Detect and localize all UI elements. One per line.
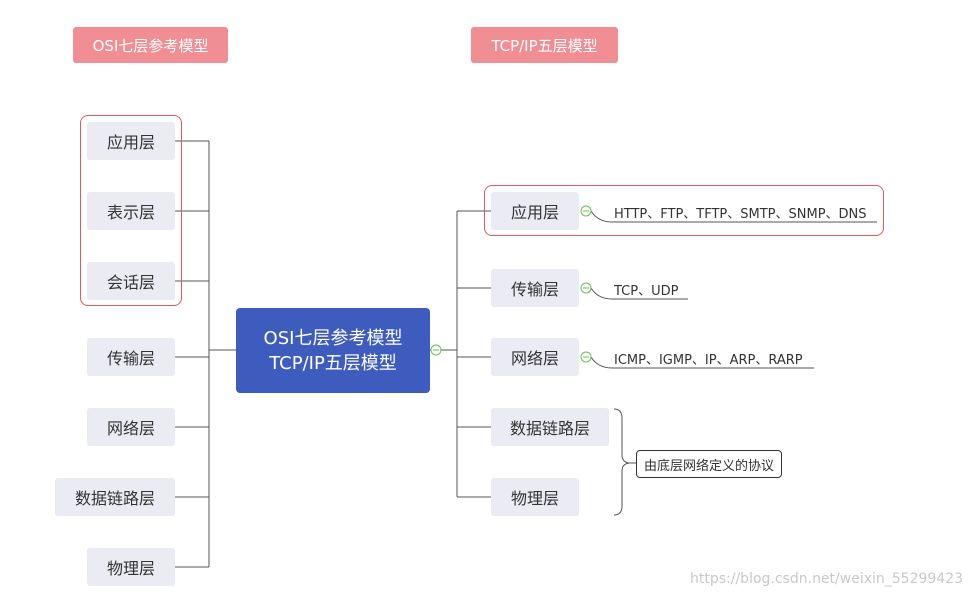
osi-layer-network[interactable]: 网络层 [87,408,175,446]
lower-layers-note[interactable]: 由底层网络定义的协议 [636,450,782,478]
tcp-layer-application[interactable]: 应用层 [491,192,579,230]
osi-upper-layers-highlight [80,115,182,306]
center-topic[interactable]: OSI七层参考模型 TCP/IP五层模型 [236,308,430,393]
tcp-layer-transport[interactable]: 传输层 [491,269,579,307]
tcp-layer-data-link[interactable]: 数据链路层 [491,408,609,446]
osi-model-title: OSI七层参考模型 [73,27,228,63]
osi-layer-transport[interactable]: 传输层 [87,338,175,376]
transport-protocols[interactable]: TCP、UDP [614,284,679,299]
osi-layer-session[interactable]: 会话层 [87,262,175,300]
tcp-ip-model-title: TCP/IP五层模型 [471,27,618,63]
center-topic-line1: OSI七层参考模型 [263,327,403,349]
center-topic-line2: TCP/IP五层模型 [269,352,397,374]
watermark: https://blog.csdn.net/weixin_55299423 [690,571,964,587]
network-protocols[interactable]: ICMP、IGMP、IP、ARP、RARP [614,353,803,368]
tcp-application-layer-highlight [484,185,884,236]
application-protocols[interactable]: HTTP、FTP、TFTP、SMTP、SNMP、DNS [614,207,867,222]
osi-layer-physical[interactable]: 物理层 [87,548,175,586]
osi-layer-data-link[interactable]: 数据链路层 [55,478,175,516]
osi-layer-application[interactable]: 应用层 [87,122,175,160]
tcp-layer-network[interactable]: 网络层 [491,338,579,376]
tcp-layer-physical[interactable]: 物理层 [491,478,579,516]
osi-layer-presentation[interactable]: 表示层 [87,192,175,230]
